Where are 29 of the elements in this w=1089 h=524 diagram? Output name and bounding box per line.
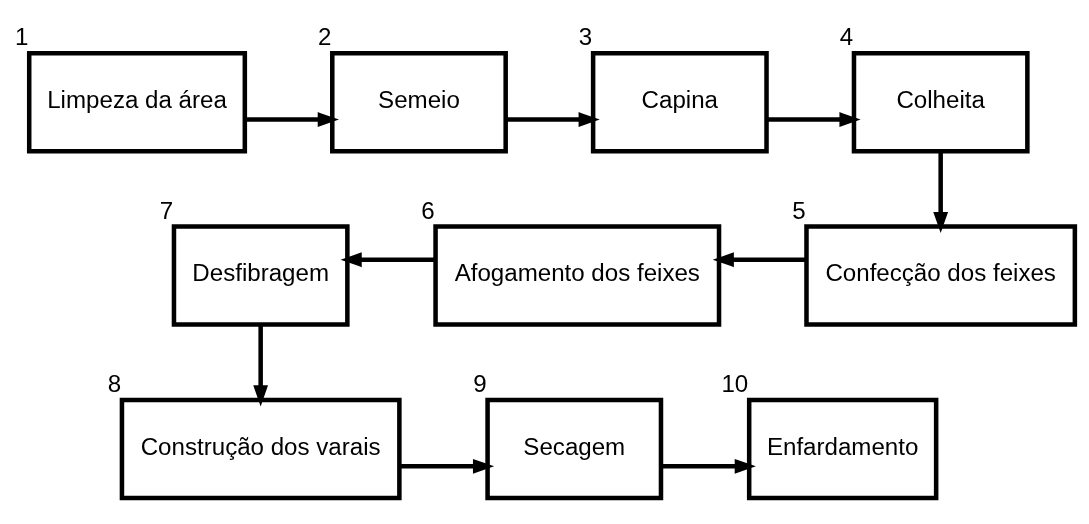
arrow [505, 112, 600, 127]
node-box: Colheita [851, 50, 1030, 154]
node-box: Semeio [330, 50, 508, 154]
node-box: Desfibragem [171, 224, 350, 327]
node-label: 9 [473, 370, 487, 398]
node-box: Secagem [485, 397, 664, 501]
arrow [245, 112, 339, 127]
node-box: Construção dos varais [119, 397, 402, 501]
node-box: Limpeza da área [26, 50, 248, 154]
node-label: 10 [721, 370, 749, 398]
arrow [661, 458, 756, 474]
node-label: 8 [107, 370, 122, 398]
node-label: 1 [14, 23, 29, 51]
arrow [766, 112, 861, 127]
node-label: 7 [159, 196, 174, 224]
node-box: Enfardamento [746, 397, 939, 501]
node-label: 2 [318, 23, 332, 51]
arrow [253, 324, 269, 407]
arrow [399, 458, 495, 474]
node-label: 5 [792, 196, 806, 224]
node-label: 4 [839, 23, 854, 51]
node-box: Capina [590, 50, 769, 154]
node-label: 6 [421, 196, 435, 224]
node-label: 3 [578, 23, 593, 51]
arrow [340, 252, 436, 268]
node-box: Afogamento dos feixes [433, 224, 722, 327]
arrow [933, 151, 949, 234]
arrow [712, 252, 807, 268]
node-box: Confecção dos feixes [804, 224, 1078, 327]
